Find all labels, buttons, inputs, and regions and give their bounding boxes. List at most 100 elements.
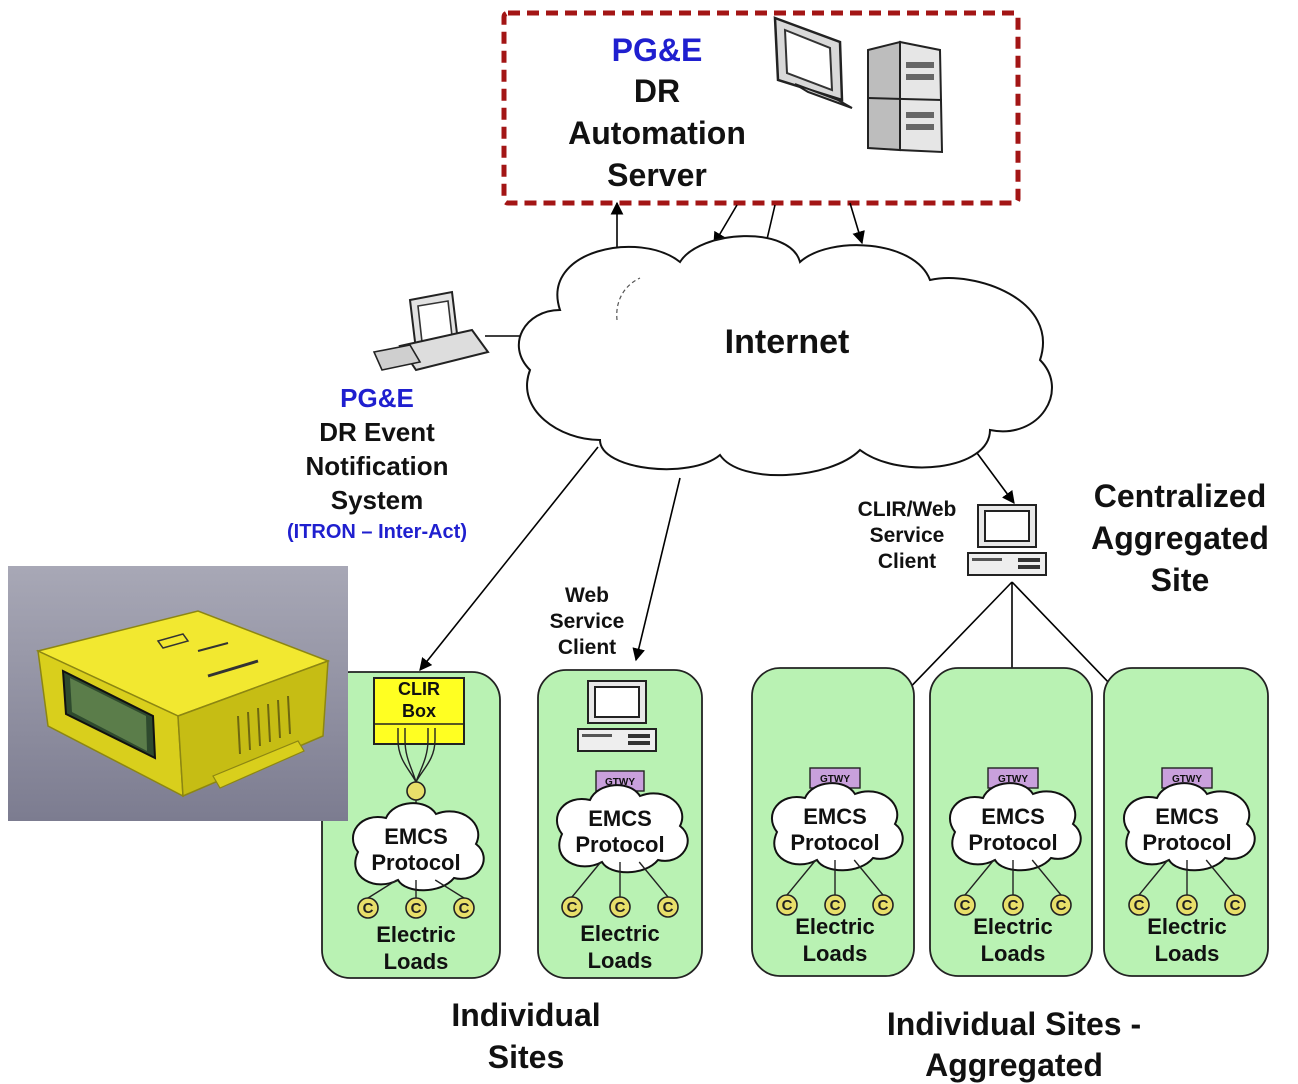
loads-label-line1: Electric bbox=[376, 922, 456, 947]
loads-label-line2: Loads bbox=[1155, 941, 1220, 966]
emcs-label-line2: Protocol bbox=[575, 832, 664, 857]
caption-aggregated-line1: Individual Sites - bbox=[887, 1006, 1141, 1042]
notification-org-label: PG&E bbox=[340, 383, 414, 413]
svg-text:C: C bbox=[615, 899, 626, 916]
svg-text:C: C bbox=[782, 897, 793, 914]
electric-load-icon: C bbox=[657, 896, 679, 918]
electric-load-icon: C bbox=[776, 894, 798, 916]
clir-box-line1: CLIR bbox=[398, 679, 440, 699]
centralized-title-line3: Site bbox=[1151, 562, 1210, 598]
gtwy-box: GTWY bbox=[1161, 767, 1213, 789]
emcs-label-line1: EMCS bbox=[803, 804, 867, 829]
centralized-client-pc-icon bbox=[967, 504, 1047, 576]
electric-load-icon: C bbox=[1176, 894, 1198, 916]
svg-text:GTWY: GTWY bbox=[605, 777, 635, 788]
loads-label-line1: Electric bbox=[580, 921, 660, 946]
server-label-line3: Server bbox=[607, 157, 707, 193]
electric-load-icon: C bbox=[872, 894, 894, 916]
web-client-line1: Web bbox=[565, 584, 609, 607]
emcs-cloud bbox=[949, 782, 1082, 872]
emcs-label-line1: EMCS bbox=[981, 804, 1045, 829]
svg-text:C: C bbox=[1008, 897, 1019, 914]
notification-label-line3: System bbox=[331, 485, 424, 515]
emcs-cloud bbox=[771, 782, 904, 872]
svg-text:GTWY: GTWY bbox=[1172, 774, 1202, 785]
notification-pc-icon bbox=[372, 290, 490, 372]
svg-text:C: C bbox=[363, 900, 374, 917]
electric-load-icon: C bbox=[954, 894, 976, 916]
centralized-title-line2: Aggregated bbox=[1091, 520, 1269, 556]
emcs-label-line2: Protocol bbox=[371, 850, 460, 875]
caption-individual-line2: Sites bbox=[488, 1039, 564, 1075]
server-label-line1: DR bbox=[634, 73, 680, 109]
emcs-cloud bbox=[1123, 782, 1256, 872]
loads-label-line2: Loads bbox=[384, 949, 449, 974]
svg-text:C: C bbox=[1134, 897, 1145, 914]
electric-load-icon: C bbox=[405, 897, 427, 919]
emcs-label-line2: Protocol bbox=[1142, 830, 1231, 855]
svg-text:C: C bbox=[830, 897, 841, 914]
centralized-client-line1: CLIR/Web bbox=[858, 498, 957, 521]
electric-load-icon: C bbox=[1224, 894, 1246, 916]
caption-individual-line1: Individual bbox=[451, 997, 600, 1033]
server-boundary bbox=[501, 10, 1021, 206]
relay-contacts bbox=[397, 728, 436, 783]
svg-text:C: C bbox=[663, 899, 674, 916]
centralized-title-line1: Centralized bbox=[1094, 478, 1266, 514]
electric-load-icon: C bbox=[561, 896, 583, 918]
svg-text:C: C bbox=[1056, 897, 1067, 914]
svg-text:C: C bbox=[459, 900, 470, 917]
loads-label-line1: Electric bbox=[1147, 914, 1227, 939]
electric-load-icon: C bbox=[1050, 894, 1072, 916]
caption-aggregated-line2: Aggregated bbox=[925, 1047, 1103, 1083]
electric-load-icon: C bbox=[609, 896, 631, 918]
notification-label-line2: Notification bbox=[306, 451, 449, 481]
server-label-line2: Automation bbox=[568, 115, 746, 151]
loads-label-line1: Electric bbox=[973, 914, 1053, 939]
loads-label-line2: Loads bbox=[981, 941, 1046, 966]
electric-load-icon: C bbox=[453, 897, 475, 919]
monitor-icon bbox=[773, 16, 853, 109]
electric-load-icon: C bbox=[824, 894, 846, 916]
svg-text:C: C bbox=[411, 900, 422, 917]
loads-label-line1: Electric bbox=[795, 914, 875, 939]
electric-load-icon: C bbox=[1128, 894, 1150, 916]
internet-cloud: Internet bbox=[517, 235, 1053, 477]
clir-box-line2: Box bbox=[402, 701, 436, 721]
emcs-label-line2: Protocol bbox=[968, 830, 1057, 855]
electric-load-icon: C bbox=[1002, 894, 1024, 916]
svg-text:C: C bbox=[1230, 897, 1241, 914]
emcs-cloud bbox=[352, 802, 485, 892]
svg-text:C: C bbox=[878, 897, 889, 914]
notification-label-line1: DR Event bbox=[319, 417, 435, 447]
web-client-line3: Client bbox=[558, 636, 616, 659]
internet-label: Internet bbox=[725, 323, 850, 361]
clir-box bbox=[373, 677, 465, 745]
centralized-client-line3: Client bbox=[878, 550, 936, 573]
emcs-cloud bbox=[556, 784, 689, 874]
server-rack-icon bbox=[867, 40, 944, 154]
emcs-label-line2: Protocol bbox=[790, 830, 879, 855]
svg-text:GTWY: GTWY bbox=[998, 774, 1028, 785]
svg-text:C: C bbox=[1182, 897, 1193, 914]
notification-sub-label: (ITRON – Inter-Act) bbox=[287, 521, 467, 543]
centralized-client-line2: Service bbox=[870, 524, 945, 547]
loads-label-line2: Loads bbox=[803, 941, 868, 966]
loads-label-line2: Loads bbox=[588, 948, 653, 973]
svg-text:GTWY: GTWY bbox=[820, 774, 850, 785]
web-client-line2: Service bbox=[550, 610, 625, 633]
svg-text:C: C bbox=[960, 897, 971, 914]
emcs-label-line1: EMCS bbox=[384, 824, 448, 849]
electric-load-icon: C bbox=[357, 897, 379, 919]
server-org-label: PG&E bbox=[612, 32, 703, 68]
svg-text:C: C bbox=[567, 899, 578, 916]
emcs-label-line1: EMCS bbox=[588, 806, 652, 831]
emcs-label-line1: EMCS bbox=[1155, 804, 1219, 829]
